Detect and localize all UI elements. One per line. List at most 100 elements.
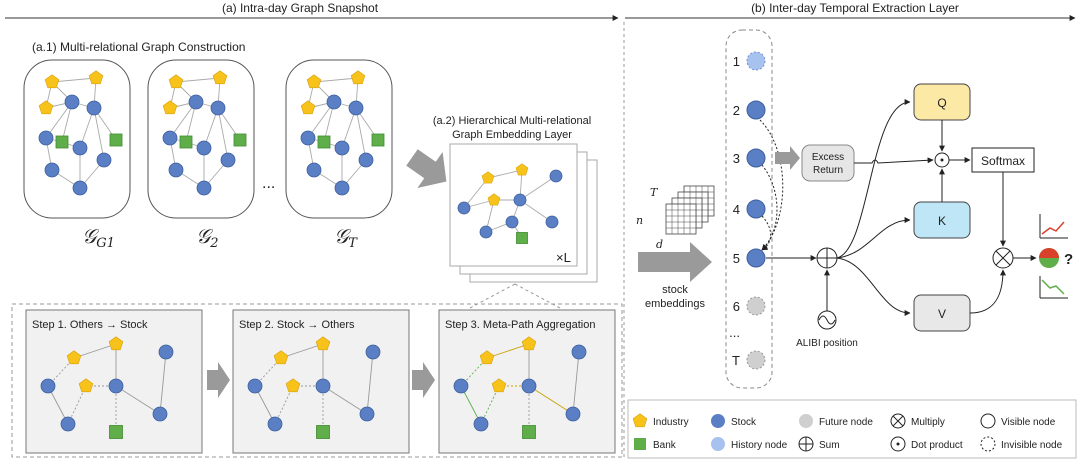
graph-edge	[322, 385, 368, 415]
step-label-3: Step 3. Meta-Path Aggregation	[445, 319, 595, 331]
sequence-node-7	[746, 350, 766, 370]
graph-label-2: 𝒢2	[196, 224, 219, 251]
attention-arc-4	[761, 215, 772, 251]
graph-snapshot	[147, 59, 255, 219]
legend-label-stock: Stock	[731, 417, 757, 428]
stock-node	[188, 94, 204, 110]
panel-a2-title-1: (a.2) Hierarchical Multi-relational	[433, 115, 591, 127]
stock-node	[210, 100, 226, 116]
bank-node	[316, 425, 330, 439]
graph-edge	[355, 107, 367, 161]
prediction-question: ?	[1064, 251, 1073, 268]
bank-node	[317, 135, 331, 149]
snapshot-frame	[147, 59, 255, 219]
snapshot-frame	[23, 59, 131, 219]
legend-item-multiply: Multiply	[890, 413, 945, 429]
sequence-label-5: 6	[733, 299, 740, 314]
graph-edge	[175, 77, 221, 83]
sequence-node-0	[746, 51, 766, 71]
bank-node	[371, 133, 385, 147]
graph-edge	[480, 385, 500, 425]
graph-edge	[115, 385, 161, 415]
graph-edge	[313, 77, 359, 83]
arrow-to-excess	[775, 146, 800, 170]
tensor-n: n	[636, 214, 643, 227]
graph-edge	[519, 175, 557, 201]
stock-node	[521, 378, 537, 394]
legend-label-sum: Sum	[819, 440, 840, 451]
legend-label-visible: Visible node	[1001, 417, 1056, 428]
bank-node	[109, 133, 123, 147]
alibi-label: ALIBI position	[796, 338, 858, 349]
graph-edge	[307, 101, 335, 139]
stock-node	[220, 152, 236, 168]
graph-edge	[51, 77, 97, 83]
step-panel-2: Step 2. Stock → Others	[232, 309, 410, 454]
visible-node-icon	[980, 413, 996, 429]
softmax-label: Softmax	[981, 154, 1025, 168]
sequence-label-4: 5	[733, 251, 740, 266]
legend-label-multiply: Multiply	[911, 417, 945, 428]
arrow-to-a2	[406, 149, 447, 189]
attention-arc-2	[759, 119, 784, 251]
stock-node	[72, 140, 88, 156]
down-trend-icon	[1039, 276, 1068, 299]
stock-node	[348, 100, 364, 116]
a2-graph	[457, 163, 563, 244]
stock-node	[565, 406, 581, 422]
panel-a2-title-2: Graph Embedding Layer	[452, 129, 572, 141]
sequence-node-4	[746, 248, 766, 268]
sequence-label-7: T	[732, 353, 740, 368]
stock-node	[162, 130, 178, 146]
step-label-2: Step 2. Stock → Others	[239, 319, 355, 331]
bank-node	[522, 425, 536, 439]
panel-a1-title: (a.1) Multi-relational Graph Constructio…	[32, 40, 245, 54]
stock-node	[72, 180, 88, 196]
graph-snapshot	[23, 59, 131, 219]
bank-icon	[634, 438, 646, 450]
step-arrow-1	[207, 362, 230, 398]
step-arrow-2	[412, 362, 435, 398]
graph-edge	[67, 385, 87, 425]
graph-edge	[93, 107, 105, 161]
sequence-node-2	[746, 148, 766, 168]
step-panel-3: Step 3. Meta-Path Aggregation	[438, 309, 616, 454]
bank-node	[109, 425, 123, 439]
legend-item-future: Future node	[799, 414, 873, 428]
stock-node	[358, 152, 374, 168]
legend-box	[627, 399, 1077, 459]
graph-label-T: 𝒢T	[334, 224, 358, 251]
legend-item-sum: Sum	[798, 436, 840, 452]
graph-snapshot	[285, 59, 393, 219]
legend-item-invisible: Invisible node	[980, 436, 1063, 452]
graph-ellipsis: ...	[262, 175, 275, 192]
stock-node	[334, 180, 350, 196]
graph-label-1: 𝒢G1	[82, 224, 115, 251]
stock-node	[315, 378, 331, 394]
stock-node	[359, 406, 375, 422]
legend-label-dot: Dot product	[911, 440, 963, 451]
stock-node	[473, 416, 489, 432]
excess-return-label-2: Return	[813, 165, 843, 176]
k-label: K	[938, 214, 946, 228]
up-trend-icon	[1039, 214, 1068, 239]
stock-node	[247, 378, 263, 394]
future-icon	[799, 414, 813, 428]
stock-node	[571, 344, 587, 360]
legend-item-visible: Visible node	[980, 413, 1056, 429]
tensor-slice	[665, 203, 697, 235]
sequence-label-6: ...	[729, 325, 740, 340]
steps-region	[11, 303, 623, 458]
stock-node	[545, 215, 559, 229]
snapshot-frame	[285, 59, 393, 219]
sequence-container	[725, 29, 773, 389]
left-title: (a) Intra-day Graph Snapshot	[222, 1, 379, 15]
legend-label-bank: Bank	[653, 440, 677, 451]
bank-node	[516, 232, 528, 244]
graph-edge	[169, 101, 197, 139]
stock-node	[96, 152, 112, 168]
stock-node	[168, 162, 184, 178]
stock-node	[196, 180, 212, 196]
